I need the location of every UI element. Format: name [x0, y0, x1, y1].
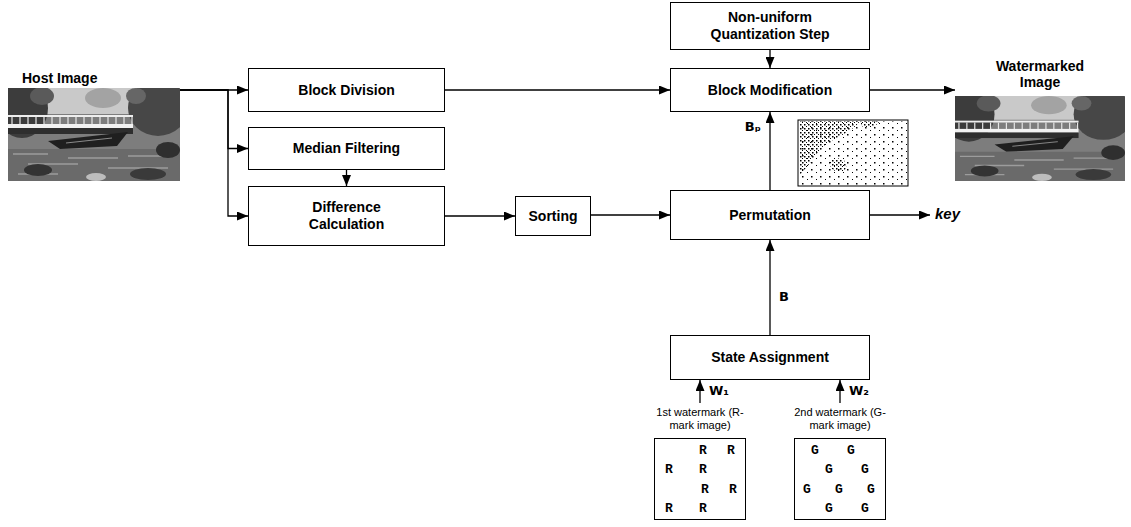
- output-label: key: [935, 206, 960, 223]
- mark-letter: G: [867, 483, 875, 496]
- host-photo: [0, 78, 188, 181]
- flow-arrow: [699, 380, 700, 403]
- mark-letter: G: [825, 502, 833, 515]
- mark-letter: G: [861, 463, 869, 476]
- flow-arrow: [769, 240, 770, 335]
- mark-letter: G: [811, 444, 819, 457]
- flow-arrow: [180, 90, 248, 149]
- process-box: Block Division: [248, 68, 445, 112]
- box-label: Difference Calculation: [292, 199, 402, 233]
- image-panel: Host Image: [8, 68, 180, 181]
- mark-image: 1st watermark (R-mark image)RRRRRRRR: [652, 406, 748, 522]
- mark-letter: R: [665, 463, 673, 476]
- mark-letter: R: [727, 444, 735, 457]
- box-label: Median Filtering: [293, 140, 400, 157]
- box-label: Permutation: [729, 207, 811, 224]
- edge-label: B: [778, 290, 790, 304]
- process-box: Median Filtering: [248, 127, 445, 170]
- flow-arrow: [346, 170, 347, 186]
- mark-letter: R: [701, 483, 709, 496]
- edge-label: W₂: [848, 384, 870, 398]
- mark-letter: G: [825, 463, 833, 476]
- flow-arrow: [445, 89, 670, 90]
- edge-label: W₁: [708, 384, 730, 398]
- box-label: Non-uniform Quantization Step: [700, 9, 840, 43]
- mark-letter: R: [699, 502, 707, 515]
- mark-letter: G: [835, 483, 843, 496]
- process-box: Non-uniform Quantization Step: [670, 2, 870, 50]
- watermarked-photo: [943, 87, 1131, 181]
- process-box: Difference Calculation: [248, 186, 445, 246]
- mark-letter: R: [729, 483, 737, 496]
- flow-arrow: [769, 112, 770, 190]
- box-label: Block Modification: [708, 82, 832, 99]
- mark-letter: R: [665, 502, 673, 515]
- mark-frame: GGGGGGGGG: [794, 438, 886, 520]
- mark-letter: R: [699, 444, 707, 457]
- flow-arrow: [769, 50, 770, 68]
- process-box: State Assignment: [670, 335, 870, 380]
- mark-frame: RRRRRRRR: [654, 438, 746, 520]
- mark-image: 2nd watermark (G-mark image)GGGGGGGGG: [792, 406, 888, 522]
- box-label: Sorting: [529, 208, 578, 225]
- process-box: Sorting: [515, 196, 591, 236]
- mark-letter: G: [861, 502, 869, 515]
- mark-letter: R: [699, 463, 707, 476]
- mark-letter: G: [847, 444, 855, 457]
- image-title: Host Image: [22, 70, 142, 86]
- flow-arrow: [180, 90, 248, 216]
- mark-letter: G: [803, 483, 811, 496]
- flow-arrow: [591, 214, 670, 215]
- flow-arrow: [870, 89, 955, 90]
- mark-caption: 2nd watermark (G-mark image): [792, 406, 888, 432]
- image-panel: Watermarked Image: [955, 58, 1125, 181]
- process-box: Block Modification: [670, 68, 870, 112]
- mark-caption: 1st watermark (R-mark image): [652, 406, 748, 432]
- flow-arrow: [839, 380, 840, 403]
- flow-arrow: [445, 215, 515, 216]
- box-label: Block Division: [298, 82, 394, 99]
- edge-label: Bₚ: [744, 120, 762, 134]
- box-label: State Assignment: [711, 349, 829, 366]
- image-title: Watermarked Image: [985, 58, 1095, 90]
- permuted-pattern: [798, 120, 908, 186]
- process-box: Permutation: [670, 190, 870, 240]
- key-arrow: [870, 214, 930, 215]
